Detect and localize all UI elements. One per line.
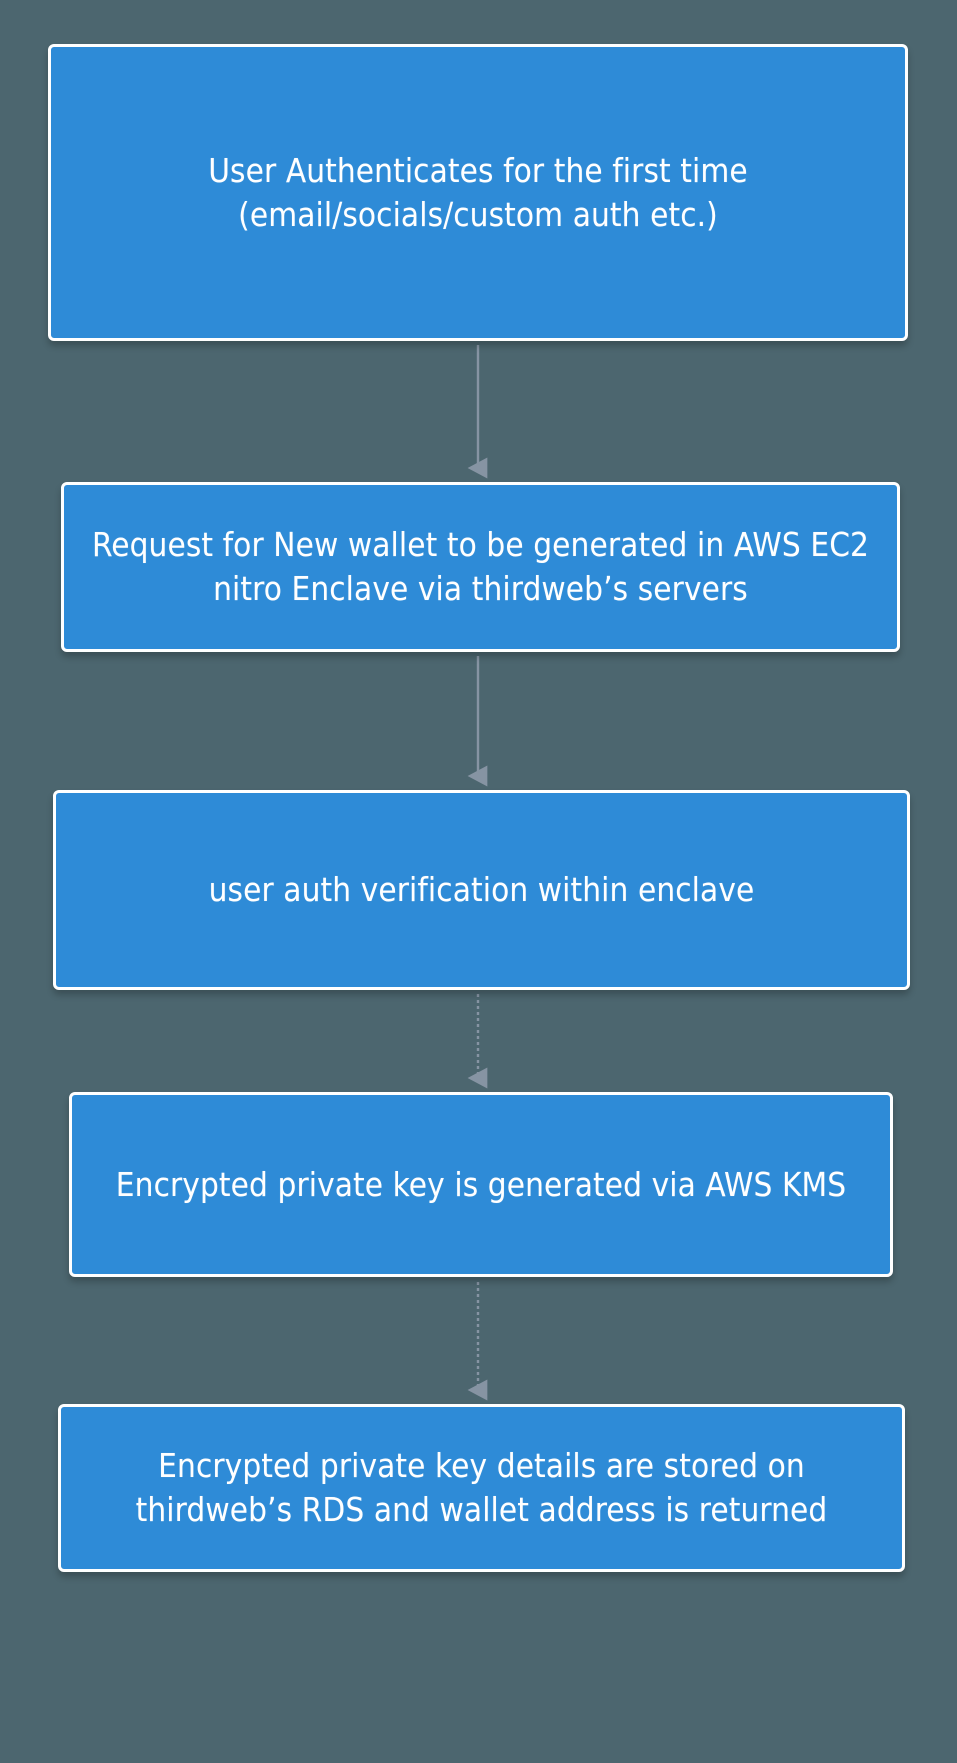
flow-node-key-details-stored[interactable]: Encrypted private key details are stored…: [58, 1404, 905, 1572]
flow-node-label: User Authenticates for the first time (e…: [208, 150, 748, 234]
flow-node-label: Encrypted private key details are stored…: [135, 1446, 828, 1529]
flow-node-request-new-wallet[interactable]: Request for New wallet to be generated i…: [61, 482, 900, 652]
flow-node-encrypted-key-generated[interactable]: Encrypted private key is generated via A…: [69, 1092, 893, 1277]
flow-node-user-auth-verification[interactable]: user auth verification within enclave: [53, 790, 910, 990]
flow-node-label: Encrypted private key is generated via A…: [115, 1164, 847, 1204]
flow-node-user-authenticates[interactable]: User Authenticates for the first time (e…: [48, 44, 908, 341]
flow-node-label: Request for New wallet to be generated i…: [91, 525, 870, 608]
flow-node-label: user auth verification within enclave: [208, 870, 755, 910]
